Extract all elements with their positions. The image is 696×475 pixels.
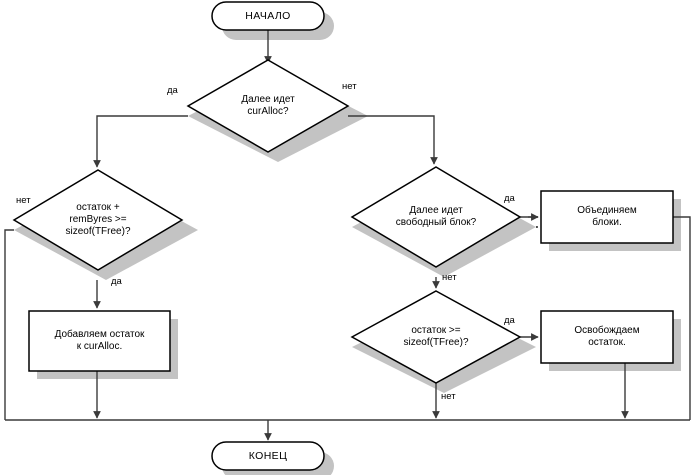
edge-proc-merge-to-bus: [673, 216, 691, 420]
edge-label-net-remainder-size: нет: [441, 391, 456, 402]
edge-label-net-remainder-rembytes: нет: [16, 195, 31, 206]
edge-label-da-remainder-size: да: [504, 315, 515, 326]
edge-da-to-dec-remainder-rembytes: [93, 115, 188, 168]
node-shape-layer: [12, 1, 674, 471]
start-shape: [211, 1, 325, 31]
dec-curalloc-shape: [186, 59, 350, 153]
proc-free-remainder-shape: [540, 310, 674, 364]
connector-layer: [4, 30, 691, 441]
edge-label-net-free-block: нет: [442, 272, 457, 283]
edge-label-da-curalloc: да: [167, 85, 178, 96]
dec-remainder-rembytes-shape: [12, 169, 184, 271]
dec-free-block-shape: [350, 166, 522, 268]
edge-label-da-free-block: да: [504, 193, 515, 204]
proc-merge-shape: [540, 190, 674, 244]
edge-net-to-dec-free-block: [348, 115, 438, 165]
dec-remainder-size-shape: [350, 290, 522, 384]
proc-add-remainder-shape: [28, 310, 171, 372]
edge-label-da-remainder-rembytes: да: [111, 276, 122, 287]
edge-label-net-curalloc: нет: [342, 81, 357, 92]
end-shape: [211, 441, 325, 471]
edge-net-remainder-to-bus: [4, 229, 14, 420]
